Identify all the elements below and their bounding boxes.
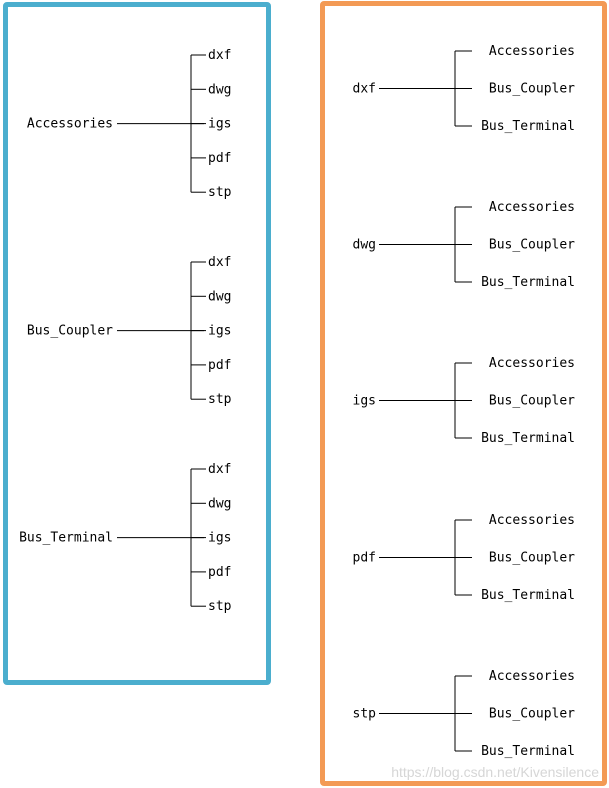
right-child-label: Bus_Terminal — [481, 431, 575, 446]
right-child-label: Bus_Coupler — [489, 238, 575, 253]
right-child-label: Accessories — [489, 44, 575, 59]
left-child-label: igs — [208, 117, 231, 132]
left-child-label: pdf — [208, 151, 231, 166]
watermark: https://blog.csdn.net/Kivensilence — [391, 764, 599, 780]
left-child-label: dwg — [208, 289, 231, 304]
left-panel — [3, 2, 271, 685]
left-child-label: dxf — [208, 255, 231, 270]
right-child-label: Bus_Terminal — [481, 119, 575, 134]
left-child-label: dxf — [208, 462, 231, 477]
right-child-label: Accessories — [489, 669, 575, 684]
right-child-label: Accessories — [489, 200, 575, 215]
left-child-label: stp — [208, 392, 232, 407]
left-child-label: pdf — [208, 358, 231, 373]
right-root-label: dxf — [353, 82, 376, 97]
left-child-label: stp — [208, 599, 232, 614]
right-child-label: Bus_Coupler — [489, 707, 575, 722]
right-child-label: Bus_Terminal — [481, 744, 575, 759]
right-root-label: igs — [353, 394, 376, 409]
right-child-label: Bus_Coupler — [489, 394, 575, 409]
left-root-label: Bus_Coupler — [27, 324, 113, 339]
right-child-label: Bus_Coupler — [489, 82, 575, 97]
left-child-label: dxf — [208, 48, 231, 63]
left-child-label: dwg — [208, 82, 231, 97]
right-panel — [320, 1, 607, 786]
right-root-label: stp — [353, 707, 377, 722]
left-child-label: igs — [208, 531, 231, 546]
right-child-label: Bus_Terminal — [481, 588, 575, 603]
right-child-label: Bus_Coupler — [489, 551, 575, 566]
left-child-label: dwg — [208, 496, 231, 511]
right-child-label: Bus_Terminal — [481, 275, 575, 290]
right-child-label: Accessories — [489, 356, 575, 371]
left-child-label: pdf — [208, 565, 231, 580]
left-child-label: igs — [208, 324, 231, 339]
left-child-label: stp — [208, 185, 232, 200]
left-root-label: Accessories — [27, 117, 113, 132]
right-child-label: Accessories — [489, 513, 575, 528]
right-root-label: dwg — [353, 238, 376, 253]
left-root-label: Bus_Terminal — [19, 531, 113, 546]
right-root-label: pdf — [353, 551, 376, 566]
